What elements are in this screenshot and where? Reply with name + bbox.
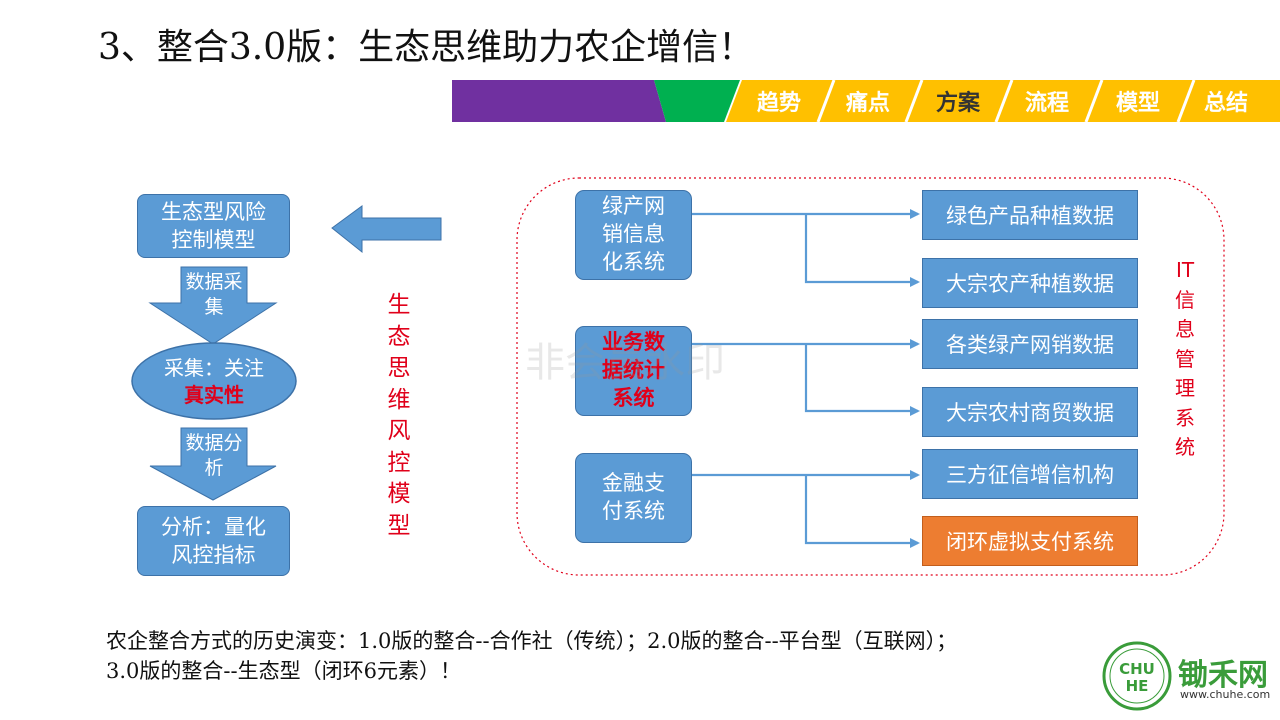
footer-line-1: 农企整合方式的历史演变：1.0版的整合--合作社（传统）；2.0版的整合--平台… — [106, 629, 958, 653]
data-box: 大宗农村商贸数据 — [922, 387, 1138, 437]
data-box: 绿色产品种植数据 — [922, 190, 1138, 240]
risk-model-label: 生态型风险控制模型 — [161, 199, 266, 252]
nav-green-segment — [654, 80, 740, 122]
tab-model[interactable]: 模型 — [1115, 91, 1160, 116]
collect-ellipse-prefix: 采集：关注 — [164, 356, 264, 380]
risk-model-box: 生态型风险控制模型 — [137, 194, 290, 258]
system-label: 绿产网销信息化系统 — [602, 194, 665, 274]
left-arrow — [331, 205, 442, 254]
data-box-label: 大宗农产种植数据 — [946, 272, 1114, 296]
data-box: 三方征信增信机构 — [922, 449, 1138, 499]
page-title: 3、整合3.0版：生态思维助力农企增信！ — [98, 27, 755, 68]
tab-summary[interactable]: 总结 — [1203, 91, 1248, 116]
data-box-label: 绿色产品种植数据 — [946, 204, 1114, 228]
quantify-label: 分析：量化风控指标 — [161, 514, 266, 567]
connector-sys1-b — [804, 214, 920, 287]
it-system-frame — [516, 177, 1225, 576]
system-box-finance-payment: 金融支付系统 — [575, 453, 692, 543]
data-box: 各类绿产网销数据 — [922, 319, 1138, 369]
system-label: 金融支付系统 — [602, 471, 665, 523]
data-box-label: 三方征信增信机构 — [946, 463, 1114, 487]
footer-line-2: 3.0版的整合--生态型（闭环6元素）！ — [106, 659, 461, 683]
logo-name: 锄禾网 — [1178, 658, 1268, 693]
svg-text:CHU: CHU — [1119, 660, 1155, 678]
data-box-label: 大宗农村商贸数据 — [946, 401, 1114, 425]
nav-purple-segment — [452, 80, 666, 122]
system-label: 业务数据统计系统 — [602, 330, 665, 410]
watermark: 非会员水印 — [525, 340, 725, 386]
chuhe-logo-icon: CHU HE — [1102, 641, 1172, 711]
nav-bar-background — [452, 80, 1280, 122]
connector-sys3-b — [804, 475, 920, 548]
tab-process[interactable]: 流程 — [1024, 91, 1069, 116]
data-box-label: 各类绿产网销数据 — [946, 333, 1114, 357]
quantify-box: 分析：量化风控指标 — [137, 506, 290, 576]
data-box-highlight: 闭环虚拟支付系统 — [922, 516, 1138, 566]
tab-solution[interactable]: 方案 — [935, 91, 980, 116]
data-box-label: 闭环虚拟支付系统 — [946, 530, 1114, 554]
collect-arrow-label: 数据采集 — [185, 271, 243, 318]
tab-trend[interactable]: 趋势 — [756, 91, 801, 116]
it-management-label: IT信息管理系统 — [1175, 258, 1195, 459]
footer-text: 农企整合方式的历史演变：1.0版的整合--合作社（传统）；2.0版的整合--平台… — [106, 626, 1226, 686]
eco-risk-model-label: 生态思维风控模型 — [387, 292, 411, 539]
connector-sys2-b — [804, 344, 920, 416]
system-box-green-sales: 绿产网销信息化系统 — [575, 190, 692, 280]
nav-bar: 趋势 痛点 方案 流程 模型 总结 — [452, 80, 1280, 122]
tab-pain-point[interactable]: 痛点 — [845, 91, 890, 116]
collect-ellipse-text: 采集：关注真实性 — [158, 355, 270, 409]
down-arrow-analyze — [149, 427, 277, 501]
collect-ellipse — [131, 342, 297, 420]
logo-url[interactable]: www.chuhe.com — [1180, 688, 1271, 701]
authenticity-highlight: 真实性 — [184, 383, 244, 407]
down-arrow-collect — [148, 266, 278, 345]
analyze-arrow-label: 数据分析 — [185, 432, 243, 479]
svg-text:HE: HE — [1126, 677, 1149, 695]
system-box-business-stats: 业务数据统计系统 — [575, 326, 692, 416]
data-box: 大宗农产种植数据 — [922, 258, 1138, 308]
